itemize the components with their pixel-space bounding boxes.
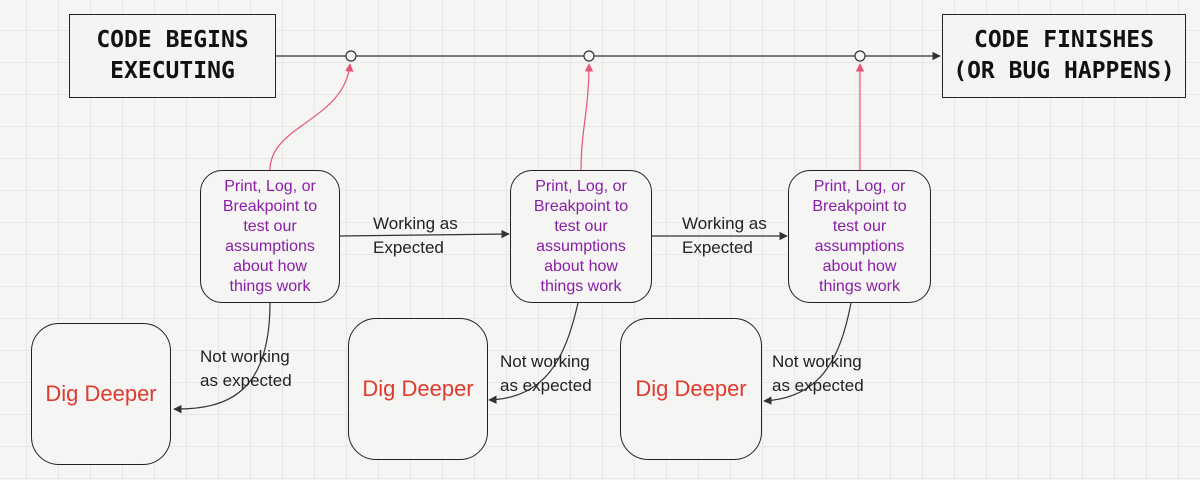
working-label-2: Working as Expected (682, 214, 767, 257)
dig-deeper-box-3: Dig Deeper (620, 318, 762, 460)
probe-arrow-1 (269, 63, 354, 171)
checkpoint-box-2: Print, Log, or Breakpoint to test our as… (510, 170, 652, 303)
probe-point-2 (583, 50, 595, 62)
not-working-arrow-3 (763, 302, 852, 405)
start-box: CODE BEGINS EXECUTING (69, 14, 276, 98)
not-working-label-3: Not working as expected (772, 352, 864, 395)
probe-point-3 (854, 50, 866, 62)
probe-arrow-2 (580, 63, 594, 171)
probe-point-1 (345, 50, 357, 62)
working-label-1: Working as Expected (373, 214, 458, 257)
dig-deeper-box-1: Dig Deeper (31, 323, 171, 465)
not-working-label-1: Not working as expected (200, 347, 292, 390)
not-working-arrow-2 (488, 302, 579, 404)
end-box: CODE FINISHES (OR BUG HAPPENS) (942, 14, 1186, 98)
not-working-label-2: Not working as expected (500, 352, 592, 395)
not-working-arrow-1 (173, 302, 271, 414)
working-arrow-1 (338, 229, 510, 239)
dig-deeper-box-2: Dig Deeper (348, 318, 488, 460)
checkpoint-box-1: Print, Log, or Breakpoint to test our as… (200, 170, 340, 303)
checkpoint-box-3: Print, Log, or Breakpoint to test our as… (788, 170, 931, 303)
